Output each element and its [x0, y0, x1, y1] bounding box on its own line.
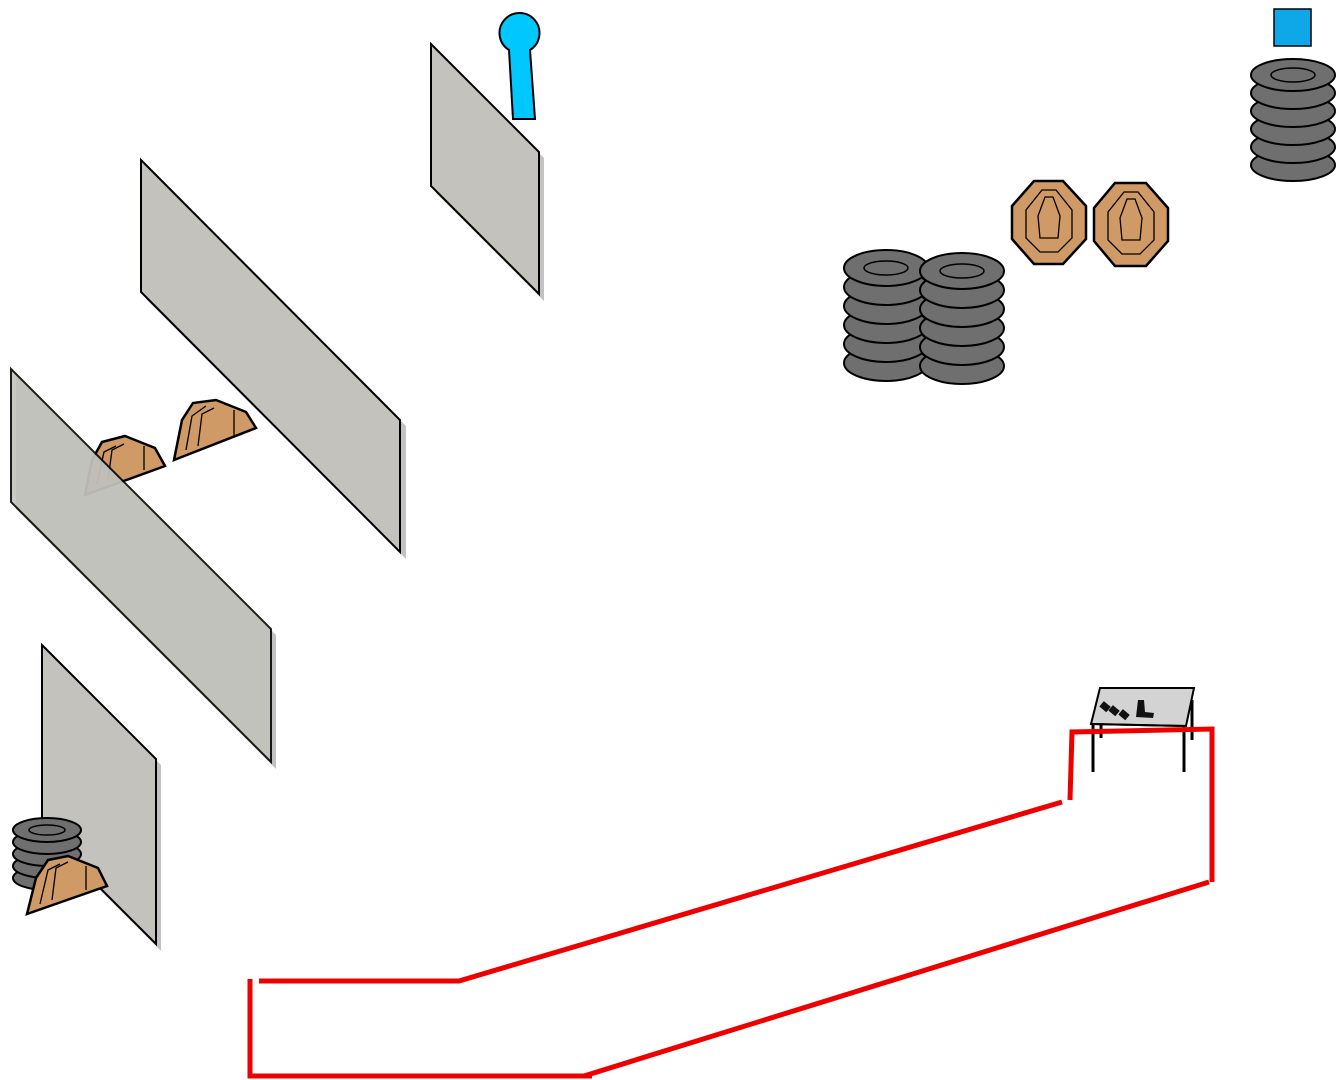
- tire-stack: [1250, 58, 1336, 182]
- fault-line: [247, 726, 1215, 1079]
- wall-panel-long-upper: [140, 157, 406, 559]
- pistol-icon: [1136, 700, 1154, 718]
- wall-panel-top: [430, 41, 544, 301]
- wall-panel-long-lower: [10, 366, 276, 769]
- cardboard-target: [25, 854, 109, 916]
- tire-stack: [919, 252, 1005, 385]
- tire-stack: [843, 249, 929, 382]
- cardboard-target: [172, 398, 258, 462]
- magazine-icon: [1099, 701, 1130, 721]
- cardboard-target: [1092, 181, 1170, 268]
- popper-steel-target: [498, 11, 541, 120]
- square-steel-target: [1273, 8, 1312, 47]
- wall-panel-bottom: [41, 642, 161, 951]
- cardboard-target: [1010, 179, 1088, 266]
